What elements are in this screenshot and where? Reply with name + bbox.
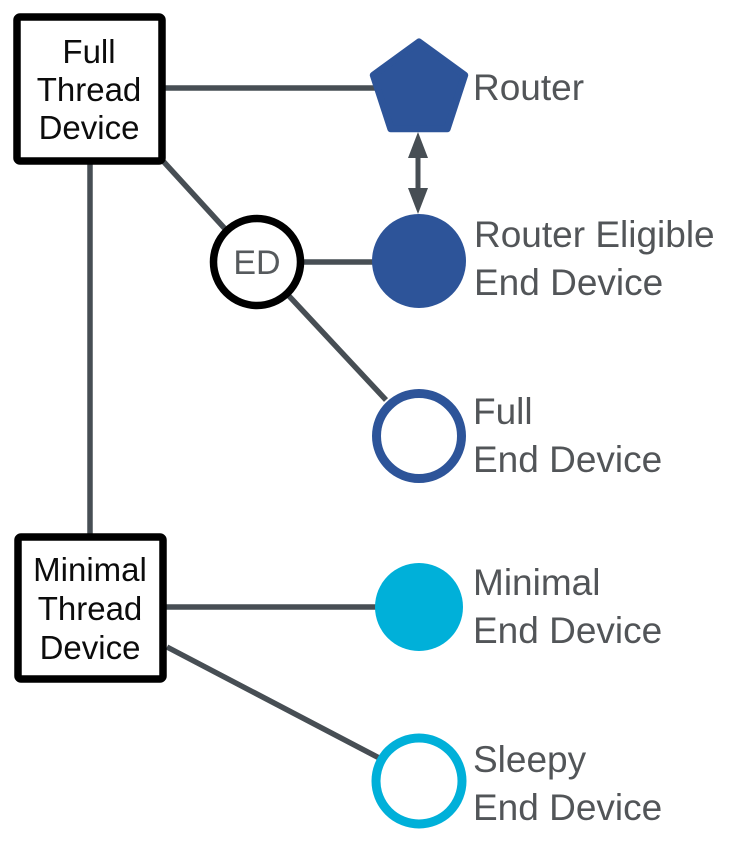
router-label: Router (473, 67, 584, 108)
minimal-thread-device-rect (14, 533, 167, 683)
connector-lines (87, 85, 389, 762)
edge-ftd-to-ed (160, 159, 230, 233)
full-end-device-label-line1: Full (473, 391, 533, 432)
sleepy-end-device-label-line2: End Device (473, 787, 662, 828)
arrowhead-down-icon (408, 188, 428, 214)
full-end-device-label-line2: End Device (473, 439, 662, 480)
minimal-end-device-circle-icon (375, 563, 463, 651)
minimal-end-device-label-line1: Minimal (473, 562, 600, 603)
router-eligible-end-device-circle-icon (372, 214, 466, 308)
full-thread-device-text-line3: Device (39, 109, 140, 146)
full-thread-device-rect (13, 13, 166, 165)
double-arrow-router-reed (408, 132, 428, 214)
minimal-thread-device-text-line1: Minimal (33, 551, 147, 588)
edge-mtd-to-sed (165, 644, 383, 762)
sleepy-end-device-circle-icon (371, 733, 467, 829)
full-thread-device-text-line2: Thread (37, 71, 142, 108)
edge-ed-to-fed (286, 294, 389, 402)
minimal-end-device-label-line2: End Device (473, 610, 662, 651)
router-pentagon-icon (369, 38, 469, 133)
full-thread-device-text-line1: Full (62, 33, 115, 70)
minimal-thread-device-text-line3: Device (40, 629, 141, 666)
router-eligible-end-device-label-line1: Router Eligible (474, 214, 715, 255)
sleepy-end-device-label-line1: Sleepy (473, 739, 587, 780)
arrowhead-up-icon (408, 132, 428, 158)
router-eligible-end-device-label-line2: End Device (474, 262, 663, 303)
minimal-thread-device-text-line2: Thread (38, 590, 143, 627)
minimal-thread-device-box: Minimal Thread Device (14, 533, 167, 683)
full-end-device-circle-icon (372, 389, 466, 483)
ed-badge-label: ED (233, 244, 280, 282)
full-thread-device-box: Full Thread Device (13, 13, 166, 165)
ed-badge-circle-icon (209, 214, 305, 310)
